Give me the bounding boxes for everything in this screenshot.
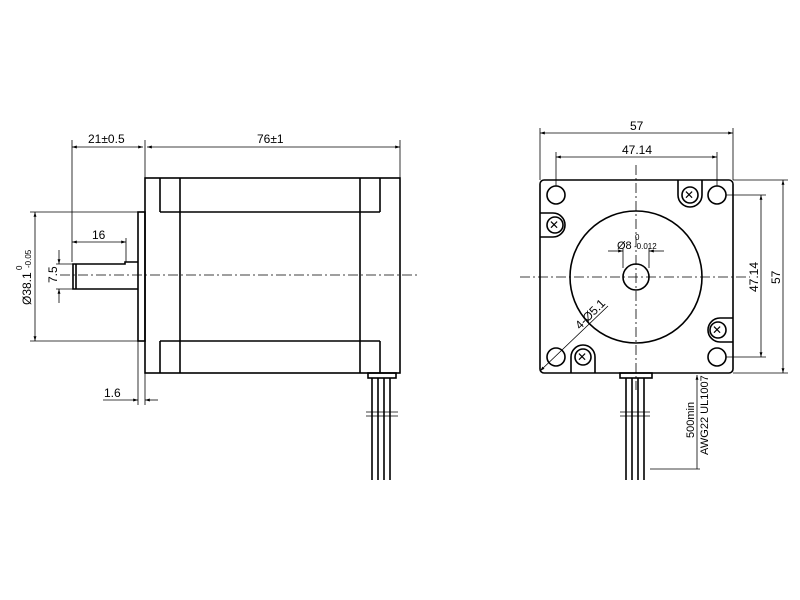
screw-icon: ✕ [712, 323, 722, 337]
screw-icon: ✕ [577, 350, 587, 364]
lead-length: 500min [685, 402, 697, 438]
dim-mounting-holes: 4-Ø5.1 [572, 296, 608, 332]
flange-square [539, 179, 734, 374]
dim-shaft-tol-upper: 0 [635, 233, 640, 242]
dim-flat-length: 16 [92, 228, 106, 242]
dim-shaft-diameter: Ø8 [617, 240, 632, 252]
dim-pilot-tol-lower: -0.05 [24, 249, 33, 268]
screw-icon: ✕ [549, 218, 559, 232]
dim-shaft-tol-lower: -0.012 [634, 242, 657, 251]
dim-height: 57 [769, 270, 783, 284]
side-view: 21±0.5 76±1 16 7.5 Ø38.1 0 -0.05 1.6 [15, 132, 420, 480]
lead-spec: AWG22 UL1007 [699, 375, 711, 455]
front-view: ✕ ✕ ✕ ✕ 57 47.14 [520, 119, 788, 480]
dim-width: 57 [630, 119, 644, 133]
dim-hole-spacing-vertical: 47.14 [747, 262, 761, 292]
shaft [72, 261, 138, 290]
dim-hole-spacing: 47.14 [622, 143, 652, 157]
shaft-end [622, 263, 650, 291]
boss [569, 210, 703, 344]
pilot-flange [137, 211, 146, 342]
screw-icon: ✕ [684, 188, 694, 202]
lead-wires [619, 372, 653, 480]
lead-wires [366, 372, 398, 480]
dim-body-length: 76±1 [257, 132, 284, 146]
dim-pilot-diameter: Ø38.1 [20, 272, 34, 305]
dim-shaft-length: 21±0.5 [88, 132, 125, 146]
dim-flange-thickness: 1.6 [104, 386, 121, 400]
motor-body [144, 177, 401, 374]
dim-shaft-flat: 7.5 [46, 266, 60, 283]
dim-pilot-tol-upper: 0 [15, 265, 24, 270]
screws: ✕ ✕ ✕ ✕ [540, 180, 733, 373]
